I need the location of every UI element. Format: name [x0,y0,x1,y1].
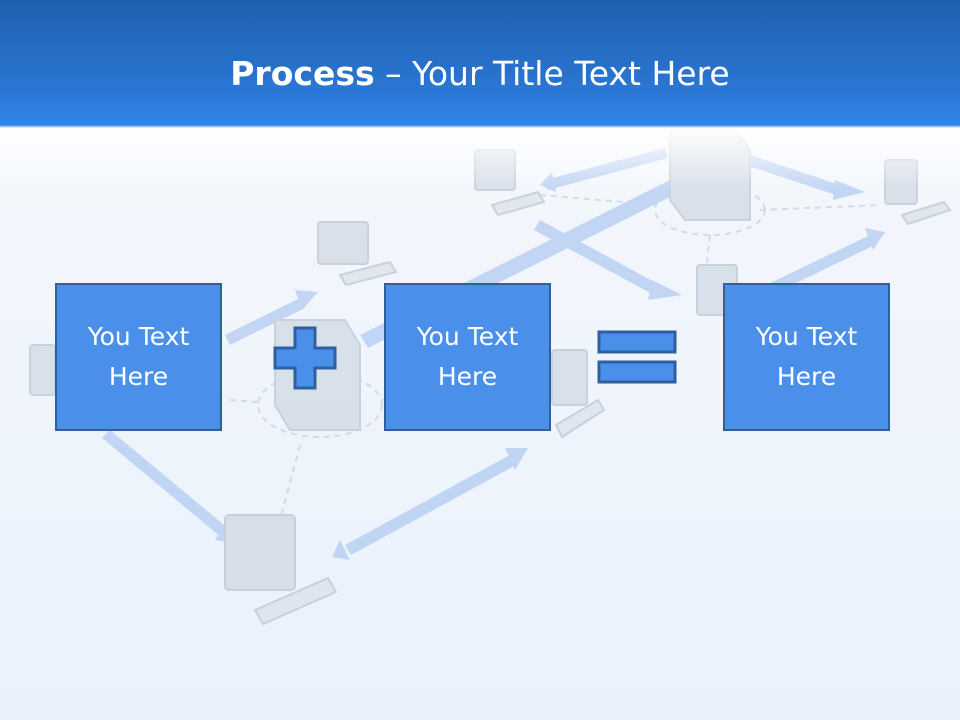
text-box-2-label: You Text Here [416,322,519,391]
text-box-3-label: You Text Here [755,322,858,391]
text-box-1[interactable]: You Text Here [55,283,222,431]
equals-icon [597,330,677,384]
text-box-3[interactable]: You Text Here [723,283,890,431]
slide-title: Process – Your Title Text Here [0,52,960,96]
title-rest: – Your Title Text Here [374,54,730,93]
title-bold: Process [230,54,375,93]
header-band [0,0,960,190]
text-box-1-label: You Text Here [87,322,190,391]
text-box-2[interactable]: You Text Here [384,283,551,431]
plus-icon [273,326,337,390]
